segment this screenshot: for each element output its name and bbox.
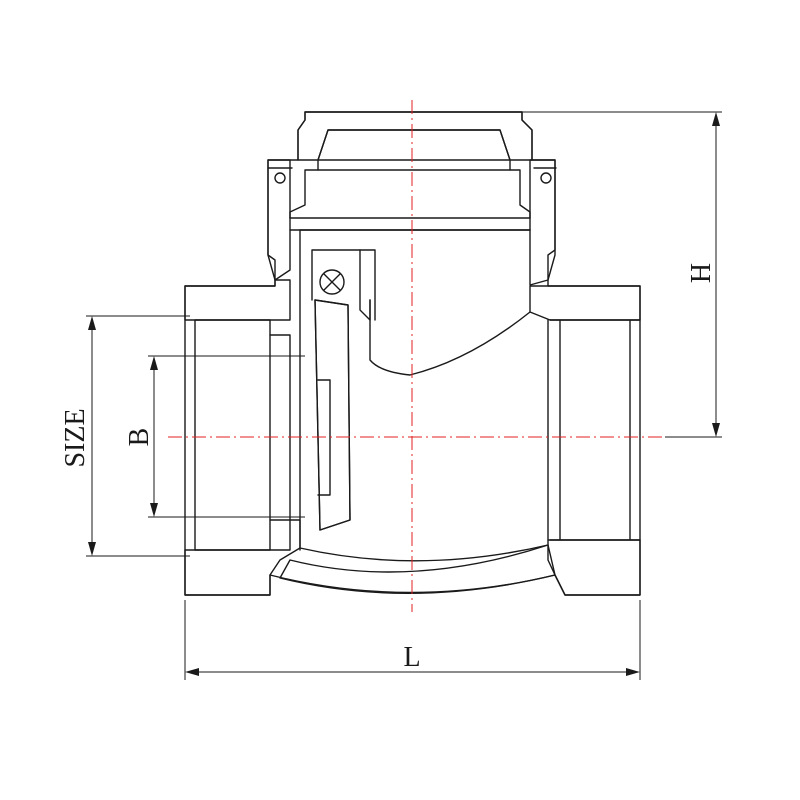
dimension-l (184, 600, 641, 680)
label-size: SIZE (60, 408, 91, 467)
dimensions (86, 111, 722, 680)
label-l: L (403, 642, 420, 673)
label-h: H (686, 263, 717, 283)
valve-outline (184, 111, 641, 596)
dimension-b (148, 355, 305, 518)
dimension-size (86, 315, 190, 557)
label-b: B (124, 428, 155, 447)
dimension-h (522, 111, 722, 438)
centerlines (168, 100, 665, 612)
